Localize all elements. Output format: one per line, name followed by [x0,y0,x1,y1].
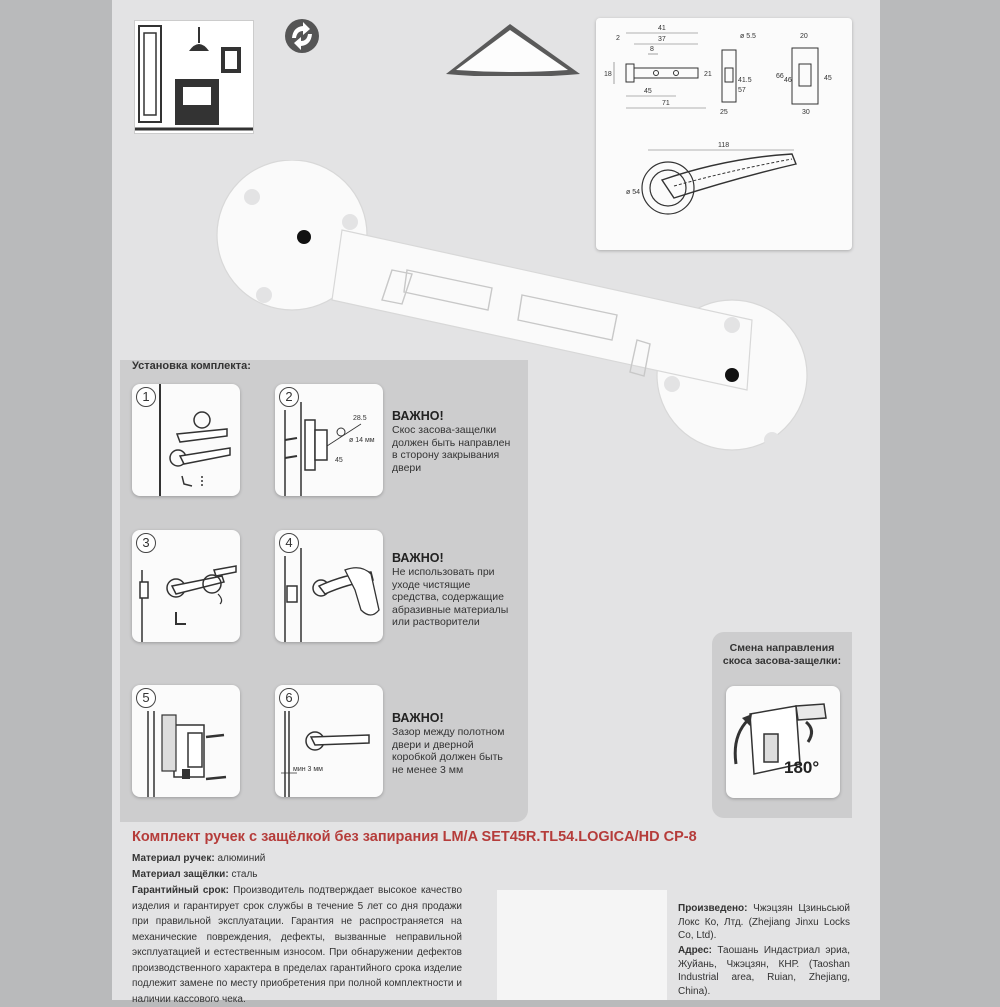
handle-material-label: Материал ручек: [132,853,215,864]
address-value: Таошань Индастриал эриа, Жуйань, Чжэцзян… [678,945,850,997]
dim-118: 118 [718,142,729,149]
dim-46: 46 [784,77,792,84]
dim-41-5: 41.5 [738,77,752,84]
step-number: 5 [136,688,156,708]
interior-pictogram [134,20,254,134]
recycle-icon [284,18,320,54]
produced-value: Чжэцзян Цзиньсьюй Локс Ко, Лтд. (Zhejian… [678,903,850,941]
note-cleaning: Не использовать при уходе чистящие средс… [392,566,509,628]
direction-illustration: 180° [726,686,840,798]
dim-57: 57 [738,87,746,94]
important-title: ВАЖНО! [392,711,444,725]
installation-panel: Установка комплекта: 1 2 [120,360,528,822]
step-6-card: 6 мин 3 мм [275,685,383,797]
dim-2: 2 [616,35,620,42]
barcode-area [497,890,667,1000]
warranty: Гарантийный срок: Производитель подтверж… [132,883,462,1007]
important-title: ВАЖНО! [392,551,444,565]
step-2-card: 2 28.5 ø 14 мм 45 [275,384,383,496]
note-latch-direction: Скос засова-защелки должен быть направле… [392,424,511,474]
step-number: 2 [279,387,299,407]
direction-heading-line2: скоса засова-защелки: [722,655,842,667]
step-1-card: 1 [132,384,240,496]
dim-hole-diameter: ø 14 мм [349,437,375,444]
dim-18: 18 [604,71,612,78]
dim-66: 66 [776,73,784,80]
step-4-card: 4 [275,530,383,642]
important-title: ВАЖНО! [392,409,444,423]
dim-20: 20 [800,33,808,40]
dim-21: 21 [704,71,712,78]
dim-backset: 45 [335,457,343,464]
dim-hole-height: 28.5 [353,415,367,422]
manufacturer: Произведено: Чжэцзян Цзиньсьюй Локс Ко, … [678,902,850,943]
note-door-gap: Зазор между полотном двери и дверной кор… [392,726,505,776]
dim-45: 45 [644,88,652,95]
installation-heading: Установка комплекта: [132,360,251,372]
step-number: 3 [136,533,156,553]
hang-hole [440,18,586,77]
step-number: 4 [279,533,299,553]
dim-45b: 45 [824,75,832,82]
latch-material-label: Материал защёлки: [132,869,229,880]
important-note-1: ВАЖНО! Скос засова-защелки должен быть н… [392,408,517,474]
latch-material-value: сталь [231,869,258,880]
product-title: Комплект ручек с защёлкой без запирания … [132,829,697,845]
latch-direction-panel: Смена направления скоса засова-защелки: … [712,632,852,818]
warranty-label: Гарантийный срок: [132,885,229,896]
address-label: Адрес: [678,945,712,956]
gap-label: мин 3 мм [293,766,323,773]
packaging-card: 41 37 8 2 18 45 71 21 ø 5.5 57 41.5 25 6… [112,0,880,1005]
rotation-label: 180° [784,758,820,777]
dim-30: 30 [802,109,810,116]
warranty-line1: Производитель подтверждает высокое качес… [233,885,463,896]
produced-label: Произведено: [678,903,748,914]
dim-25: 25 [720,109,728,116]
step-number: 6 [279,688,299,708]
address: Адрес: Таошань Индастриал эриа, Жуйань, … [678,944,850,998]
dim-5-5: ø 5.5 [740,33,756,40]
drilling-template [212,159,848,460]
latch-material: Материал защёлки: сталь [132,867,632,883]
step-5-card: 5 [132,685,240,797]
dim-37: 37 [658,36,666,43]
handle-material: Материал ручек: алюминий [132,851,632,867]
direction-heading-line1: Смена направления [729,642,835,654]
dim-41: 41 [658,25,666,32]
dim-54: ø 54 [626,189,640,196]
step-number: 1 [136,387,156,407]
dim-71: 71 [662,100,670,107]
important-note-3: ВАЖНО! Зазор между полотном двери и двер… [392,710,517,776]
dim-8: 8 [650,46,654,53]
technical-drawing-panel: 41 37 8 2 18 45 71 21 ø 5.5 57 41.5 25 6… [596,18,852,250]
step-3-card: 3 [132,530,240,642]
warranty-text: изделия и гарантирует срок службы в тече… [132,900,462,1005]
direction-heading: Смена направления скоса засова-защелки: [712,642,852,668]
important-note-2: ВАЖНО! Не использовать при уходе чистящи… [392,550,517,629]
handle-material-value: алюминий [217,853,266,864]
